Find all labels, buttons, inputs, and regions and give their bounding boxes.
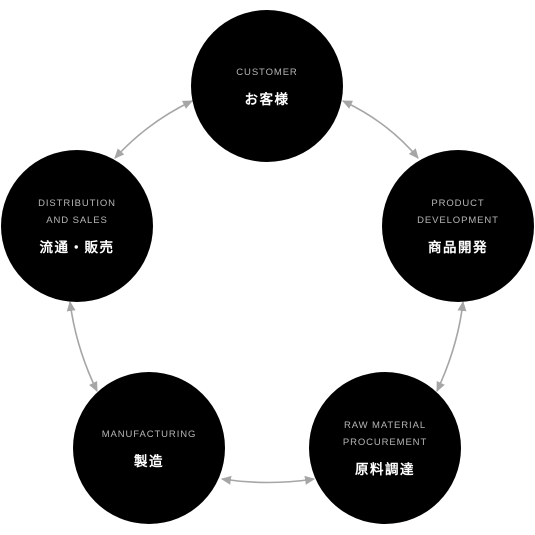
connector-manufacturing-to-distribution-and-sales — [66, 300, 98, 393]
stage-customer-label-ja: お客様 — [244, 91, 290, 108]
stage-product-development-label-ja: 商品開発 — [428, 240, 488, 256]
connector-raw-material-procurement-to-manufacturing — [220, 475, 316, 485]
connector-distribution-and-sales-to-customer — [114, 100, 194, 159]
connector-customer-to-product-development — [341, 100, 419, 159]
stage-customer-label-en: CUSTOMER — [236, 66, 298, 78]
stage-manufacturing: MANUFACTURING 製造 — [73, 372, 225, 524]
stage-manufacturing-label-en: MANUFACTURING — [101, 428, 197, 440]
stage-raw-material-procurement-label-en: RAW MATERIAL PROCUREMENT — [342, 420, 428, 448]
stage-raw-material-procurement-label-ja: 原料調達 — [355, 462, 415, 478]
stage-manufacturing-label-ja: 製造 — [134, 453, 164, 470]
stage-product-development-label-en: PRODUCT DEVELOPMENT — [417, 198, 499, 226]
stage-distribution-and-sales: DISTRIBUTION AND SALES 流通・販売 — [1, 150, 153, 302]
stage-raw-material-procurement: RAW MATERIAL PROCUREMENT 原料調達 — [309, 372, 461, 524]
stage-distribution-and-sales-label-en: DISTRIBUTION AND SALES — [38, 198, 116, 226]
stage-distribution-and-sales-label-ja: 流通・販売 — [39, 240, 115, 256]
connector-product-development-to-raw-material-procurement — [436, 300, 467, 393]
stage-product-development: PRODUCT DEVELOPMENT 商品開発 — [382, 150, 534, 302]
stage-customer: CUSTOMER お客様 — [191, 10, 343, 162]
